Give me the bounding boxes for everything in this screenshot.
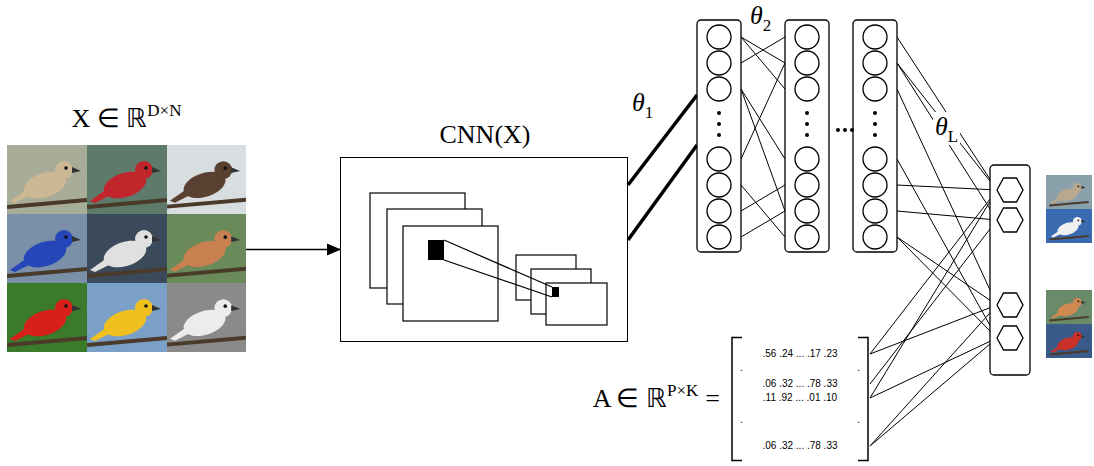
weight-label: θL [933, 112, 960, 145]
feature-maps [370, 193, 607, 325]
weight-line [628, 145, 697, 240]
matrix-entry: .06 .32 ... .78 .33 [762, 440, 837, 452]
weight-label: θ2 [748, 1, 773, 34]
receptive-field [428, 240, 444, 260]
matrix-entry: . [857, 414, 860, 426]
image-grid: X ∈ ℝD×N [7, 145, 246, 352]
weight-symbol: θ [750, 1, 763, 30]
weight-lines [897, 37, 997, 338]
matrix-entry: . [740, 362, 743, 374]
heading-text: X ∈ ℝ [72, 104, 148, 133]
receptive-field [552, 287, 559, 297]
matrix-entry: .06 .32 ... .78 .33 [762, 378, 837, 390]
weight-symbol: θ [632, 88, 645, 117]
heading-text: A ∈ ℝ [593, 384, 667, 413]
weight-lines [741, 37, 785, 237]
heading: A ∈ ℝP×K = [593, 384, 720, 417]
hidden-layer [853, 20, 897, 252]
bird-thumbnails [1046, 175, 1092, 358]
weight-label: θ1 [630, 88, 655, 121]
heading-text: CNN(X) [440, 120, 531, 149]
hidden-layer [697, 20, 741, 252]
weight-subscript: L [948, 127, 958, 146]
matrix-bracket: A ∈ ℝP×K=.56 .24 ... .17 .23...06 .32 ..… [730, 336, 870, 462]
projection-line [444, 260, 552, 297]
weight-subscript: 2 [763, 16, 772, 35]
heading-text: D×N [147, 101, 181, 120]
hidden-layer [785, 20, 829, 252]
heading-text: = [705, 384, 720, 413]
bird-photos [7, 145, 246, 352]
ellipsis-dots [717, 111, 1012, 276]
output-layer [990, 165, 1030, 375]
weight-subscript: 1 [645, 103, 654, 122]
weight-symbol: θ [935, 112, 948, 141]
heading: X ∈ ℝD×N [72, 104, 182, 137]
projection-line [444, 240, 552, 287]
matrix-entry: .11 .92 ... .01 .10 [763, 392, 837, 404]
matrix-entry: . [857, 362, 860, 374]
heading-text: P×K [667, 381, 698, 400]
connector-arrow [246, 249, 340, 251]
cnn-box: CNN(X) [340, 157, 628, 342]
matrix-entry: . [740, 414, 743, 426]
matrix-entry: .56 .24 ... .17 .23 [762, 348, 837, 360]
bracket-line [732, 338, 868, 461]
heading: CNN(X) [440, 120, 531, 150]
